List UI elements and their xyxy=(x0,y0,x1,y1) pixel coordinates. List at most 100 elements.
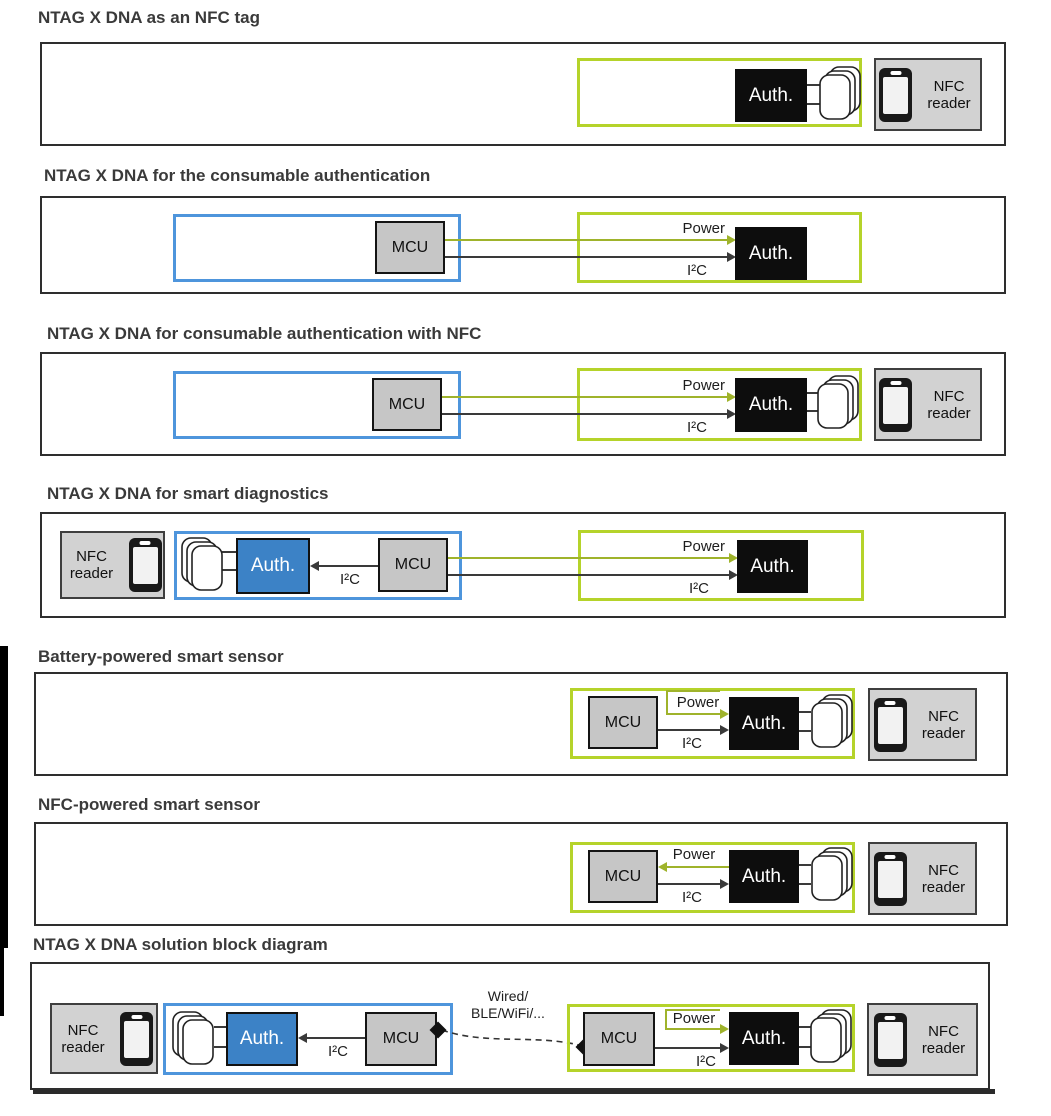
phone-icon xyxy=(120,1011,153,1066)
mcu-chip: MCU xyxy=(588,696,658,749)
antenna-coil-icon xyxy=(811,694,853,748)
auth-antenna-link xyxy=(214,1046,228,1048)
green-group-box xyxy=(577,368,862,441)
diagram-frame-5 xyxy=(34,672,1008,776)
page-margin-bar xyxy=(0,646,8,948)
i2c-label: I²C xyxy=(682,735,702,752)
auth-antenna-link xyxy=(799,883,811,885)
auth-chip: Auth. xyxy=(729,1012,799,1065)
auth-chip: Auth. xyxy=(735,227,807,280)
mcu-chip: MCU xyxy=(365,1012,437,1066)
auth-antenna-link xyxy=(222,569,236,571)
auth-chip-blue: Auth. xyxy=(236,538,310,594)
auth-antenna-link xyxy=(807,392,819,394)
power-line xyxy=(442,396,727,398)
auth-antenna-link xyxy=(214,1026,228,1028)
i2c-label: I²C xyxy=(682,889,702,906)
auth-chip: Auth. xyxy=(729,697,799,750)
auth-antenna-link xyxy=(222,551,236,553)
i2c-line xyxy=(448,574,729,576)
auth-antenna-link xyxy=(807,84,820,86)
section-title-3: NTAG X DNA for consumable authentication… xyxy=(47,324,482,343)
green-group-box xyxy=(567,1004,855,1072)
power-label: Power xyxy=(682,377,725,394)
green-group-box xyxy=(578,530,864,601)
arrowhead-icon xyxy=(727,235,736,245)
green-group-box xyxy=(570,688,855,759)
antenna-coil-icon xyxy=(811,847,853,901)
arrowhead-icon xyxy=(310,561,319,571)
dashed-link xyxy=(441,1029,587,1048)
i2c-line xyxy=(307,1037,365,1039)
section-title-7: NTAG X DNA solution block diagram xyxy=(33,935,328,954)
blue-group-box xyxy=(173,371,461,439)
power-label: Power xyxy=(672,846,716,863)
power-line xyxy=(665,1028,721,1030)
power-bracket-top xyxy=(665,1009,720,1011)
wired-link-label-line2: BLE/WiFi/... xyxy=(471,1005,545,1021)
mcu-chip: MCU xyxy=(378,538,448,592)
page-shadow-bar xyxy=(33,1089,995,1094)
antenna-coil-icon xyxy=(819,66,861,120)
auth-chip: Auth. xyxy=(735,69,807,122)
power-label: Power xyxy=(682,538,725,555)
phone-icon xyxy=(879,377,912,432)
power-label: Power xyxy=(682,220,725,237)
section-title-4: NTAG X DNA for smart diagnostics xyxy=(47,484,329,503)
blue-group-box xyxy=(163,1003,453,1075)
blue-group-box xyxy=(174,531,462,600)
auth-chip: Auth. xyxy=(729,850,799,903)
antenna-coil-icon xyxy=(172,1011,214,1065)
blue-group-box xyxy=(173,214,461,282)
power-line xyxy=(448,557,729,559)
nfc-reader-label: NFC reader xyxy=(921,707,966,742)
nfc-reader-box: NFC reader xyxy=(50,1003,158,1074)
mcu-chip: MCU xyxy=(583,1012,655,1066)
page-margin-bar-thin xyxy=(0,948,4,1016)
auth-antenna-link xyxy=(799,864,811,866)
antenna-coil-icon xyxy=(181,537,223,591)
i2c-label: I²C xyxy=(696,1053,716,1070)
nfc-reader-box: NFC reader xyxy=(874,58,982,131)
arrowhead-icon xyxy=(727,392,736,402)
arrowhead-icon xyxy=(720,725,729,735)
arrowhead-icon xyxy=(720,879,729,889)
nfc-reader-label: NFC reader xyxy=(61,1021,105,1056)
auth-chip: Auth. xyxy=(737,540,808,593)
i2c-label: I²C xyxy=(340,571,360,588)
i2c-line xyxy=(658,729,721,731)
i2c-line xyxy=(655,1047,721,1049)
i2c-label: I²C xyxy=(687,262,707,279)
mcu-chip: MCU xyxy=(372,378,442,431)
green-group-box xyxy=(570,842,855,913)
auth-chip-blue: Auth. xyxy=(226,1012,298,1066)
phone-icon xyxy=(873,1012,907,1067)
i2c-line xyxy=(445,256,727,258)
auth-antenna-link xyxy=(799,1026,811,1028)
power-label: Power xyxy=(672,1010,716,1027)
nfc-reader-label: NFC reader xyxy=(927,387,971,422)
power-line xyxy=(666,713,721,715)
nfc-reader-box: NFC reader xyxy=(867,1003,978,1076)
auth-antenna-link xyxy=(799,730,811,732)
i2c-line xyxy=(442,413,727,415)
nfc-reader-box: NFC reader xyxy=(60,531,165,599)
auth-antenna-link xyxy=(799,1046,811,1048)
arrowhead-icon xyxy=(658,862,667,872)
power-bracket-top xyxy=(666,690,720,692)
auth-antenna-link xyxy=(807,103,820,105)
antenna-coil-icon xyxy=(810,1009,852,1063)
wired-link-label: Wired/ BLE/WiFi/... xyxy=(448,988,568,1022)
phone-icon xyxy=(873,851,907,906)
power-bracket-side xyxy=(666,690,668,715)
power-bracket-side xyxy=(665,1009,667,1030)
i2c-label: I²C xyxy=(328,1043,348,1060)
nfc-reader-box: NFC reader xyxy=(868,842,977,915)
arrowhead-icon xyxy=(720,709,729,719)
power-line xyxy=(445,239,727,241)
nfc-reader-label: NFC reader xyxy=(921,1022,966,1057)
i2c-line xyxy=(318,565,378,567)
green-group-box xyxy=(577,212,862,283)
nfc-reader-label: NFC reader xyxy=(927,77,971,112)
arrowhead-icon xyxy=(720,1024,729,1034)
